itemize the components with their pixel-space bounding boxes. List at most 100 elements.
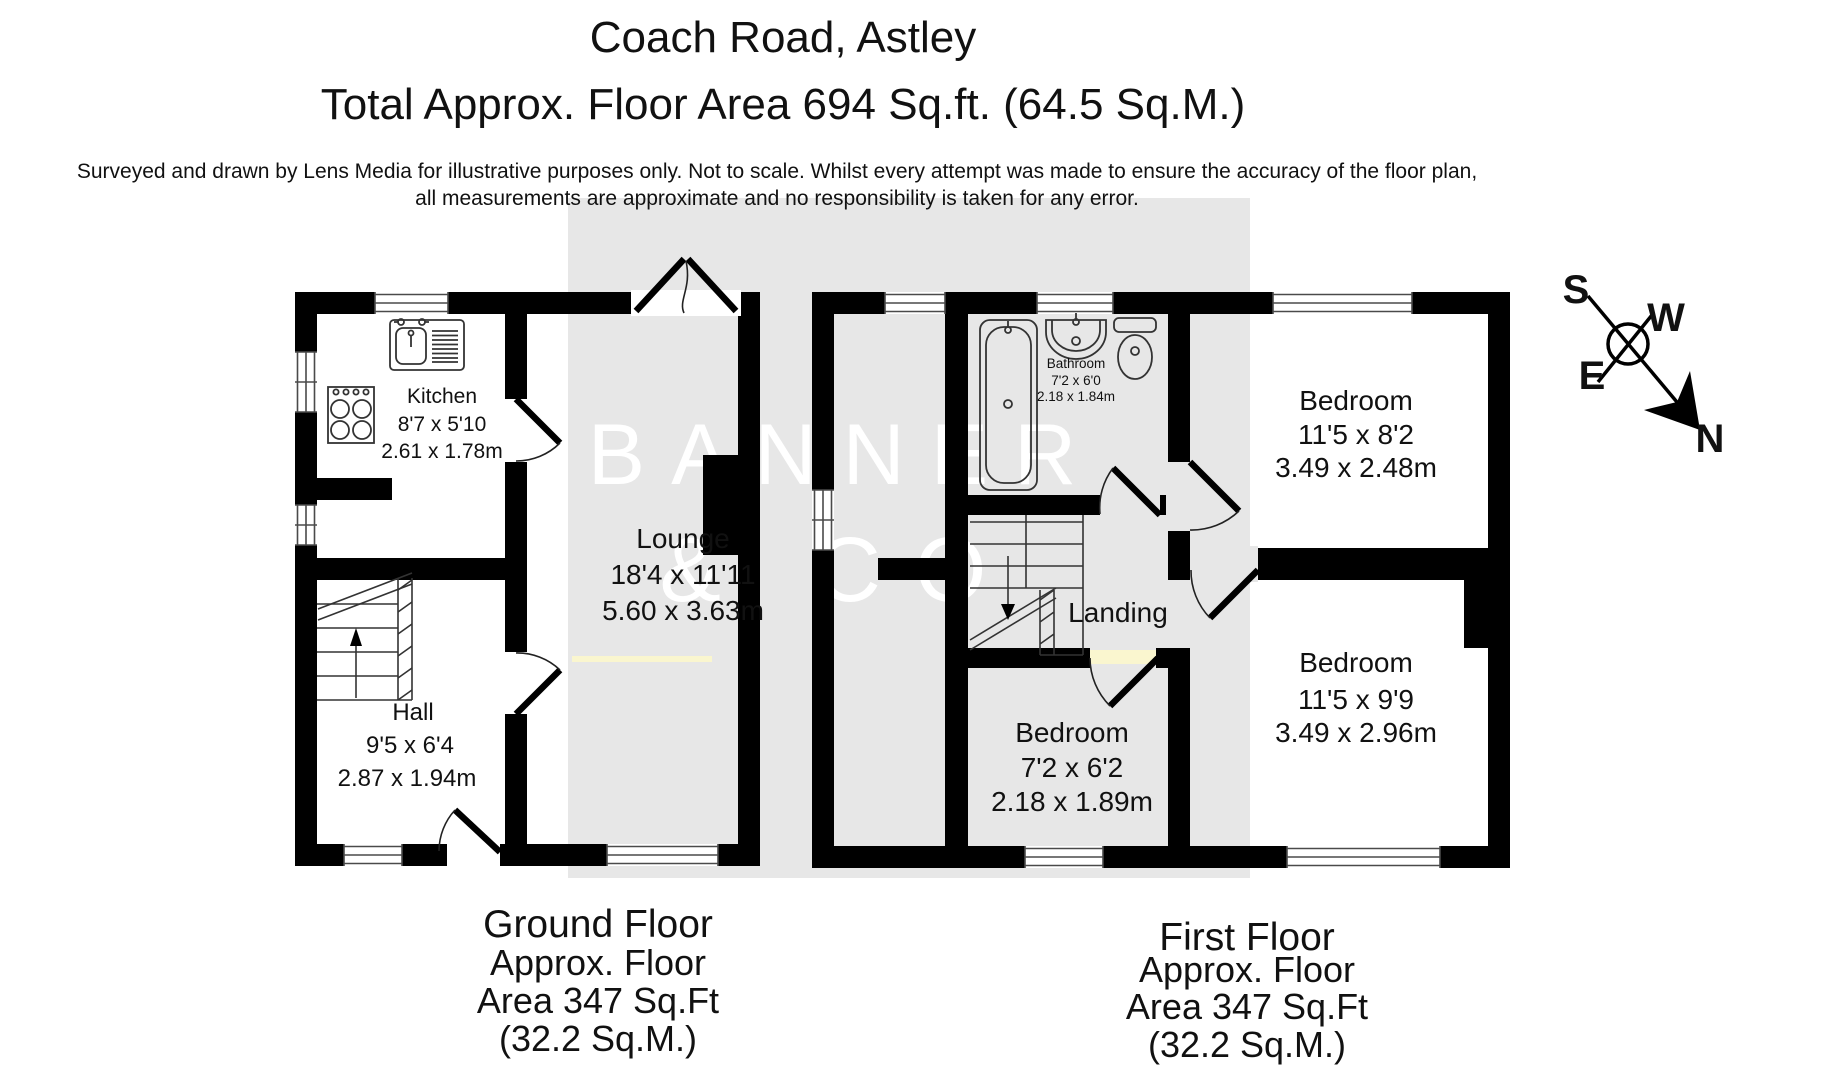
lounge-metric: 5.60 x 3.63m — [602, 595, 764, 626]
front-door — [438, 807, 503, 868]
stairs-up-arrow-head — [350, 628, 362, 646]
door-kitchen-lounge — [503, 396, 563, 462]
door-hall-lounge — [503, 652, 563, 717]
lounge-label: Lounge — [636, 523, 729, 554]
wall-segment — [1168, 652, 1190, 846]
compass-south: S — [1563, 268, 1590, 312]
page-subtitle: Total Approx. Floor Area 694 Sq.ft. (64.… — [321, 80, 1245, 129]
compass-rose: S W E N — [1563, 268, 1725, 461]
highlight-artifact-landing — [1090, 650, 1156, 664]
wall-segment — [505, 314, 527, 399]
window-bedroom-top — [1272, 292, 1413, 314]
french-doors — [631, 256, 741, 316]
wall-segment — [317, 478, 392, 500]
chimney-breast — [703, 455, 760, 555]
disclaimer-line2: all measurements are approximate and no … — [415, 187, 1139, 210]
bedroom-br-label: Bedroom — [1299, 647, 1413, 678]
disclaimer-line1: Surveyed and drawn by Lens Media for ill… — [77, 160, 1477, 183]
window-first-left — [812, 489, 834, 551]
header: Coach Road, Astley Total Approx. Floor A… — [77, 13, 1477, 210]
bedroom-small-imperial: 7'2 x 6'2 — [1021, 752, 1124, 783]
bedroom-br-metric: 3.49 x 2.96m — [1275, 717, 1437, 748]
burner-icon — [352, 399, 372, 419]
wall-segment — [505, 461, 527, 652]
window-small-bedroom-bottom — [1024, 846, 1104, 868]
ground-staircase — [317, 572, 413, 701]
drainer-lines — [432, 330, 458, 363]
window-stairwell-top — [884, 292, 946, 314]
compass-circle — [1606, 322, 1650, 366]
stove-hob — [327, 386, 375, 444]
tap-glyph-icon — [397, 318, 405, 326]
burner-icon — [330, 420, 350, 440]
first-floor-caption: First Floor Approx. Floor Area 347 Sq.Ft… — [1126, 916, 1368, 1065]
stairs-down-arrow-head — [1001, 604, 1015, 620]
bedroom-small-label: Bedroom — [1015, 717, 1129, 748]
compass-east: E — [1579, 354, 1606, 398]
bedroom-tr-label: Bedroom — [1299, 385, 1413, 416]
window-bathroom-top — [1036, 292, 1114, 314]
wall-segment — [505, 714, 527, 866]
bedroom-tr-imperial: 11'5 x 8'2 — [1298, 419, 1414, 450]
first-floor-plan: Bathroom 7'2 x 6'0 2.18 x 1.84m Bedroom … — [812, 292, 1510, 868]
window-hall-bottom — [343, 844, 403, 866]
hall-metric: 2.87 x 1.94m — [338, 765, 477, 792]
door-bedroom-bottom-right — [1190, 546, 1261, 621]
toilet-bowl — [1117, 334, 1153, 380]
burner-icon — [352, 420, 372, 440]
ground-windows — [295, 292, 719, 866]
sink-bowl — [395, 327, 427, 365]
hall-imperial: 9'5 x 6'4 — [366, 732, 454, 759]
bath-drain-icon — [1003, 399, 1013, 409]
ground-room-labels: Kitchen 8'7 x 5'10 2.61 x 1.78m Lounge 1… — [338, 385, 764, 792]
compass-north: N — [1696, 417, 1725, 461]
window-kitchen-top — [374, 292, 449, 314]
landing-label: Landing — [1068, 597, 1168, 628]
compass-west: W — [1647, 296, 1685, 340]
compass-north-arrow-icon — [1644, 371, 1700, 430]
wall-segment — [960, 648, 1090, 668]
burner-icon — [330, 399, 350, 419]
ground-caption-line1: Ground Floor — [483, 903, 713, 946]
bedroom-tr-metric: 3.49 x 2.48m — [1275, 452, 1437, 483]
first-windows — [812, 292, 1441, 868]
bathtub — [979, 319, 1038, 491]
first-room-labels: Bathroom 7'2 x 6'0 2.18 x 1.84m Bedroom … — [991, 356, 1437, 817]
basin-drain-icon — [1071, 336, 1081, 346]
french-door-left-leaf — [633, 256, 687, 314]
kitchen-sink-unit — [389, 318, 465, 371]
bedroom-br-imperial: 11'5 x 9'9 — [1298, 684, 1414, 715]
first-caption-line2: Approx. Floor — [1139, 949, 1355, 990]
first-caption-line4: (32.2 Sq.M.) — [1148, 1024, 1346, 1065]
wall-segment — [1168, 314, 1190, 462]
wall-segment — [1168, 531, 1190, 580]
window-lounge-bottom — [606, 844, 719, 866]
wall-segment — [317, 558, 505, 580]
wall-segment — [738, 292, 760, 866]
toilet-cistern — [1113, 317, 1157, 333]
wall-segment — [295, 292, 317, 866]
ground-floor-plan: Kitchen 8'7 x 5'10 2.61 x 1.78m Lounge 1… — [295, 256, 764, 868]
highlight-artifact-lounge — [572, 656, 712, 662]
ground-caption-line3: Area 347 Sq.Ft — [477, 980, 719, 1021]
wash-basin — [1045, 313, 1107, 360]
kitchen-imperial: 8'7 x 5'10 — [398, 413, 487, 436]
wall-segment — [812, 292, 834, 868]
door-bedroom-small — [1089, 646, 1161, 709]
lounge-imperial: 18'4 x 11'11 — [610, 559, 755, 590]
bathroom-metric: 2.18 x 1.84m — [1037, 389, 1115, 404]
wall-segment — [1258, 548, 1488, 580]
door-bathroom — [1098, 465, 1163, 518]
sink-tap-icon — [407, 329, 415, 337]
page-title: Coach Road, Astley — [590, 13, 976, 62]
bathroom-imperial: 7'2 x 6'0 — [1051, 373, 1100, 388]
wall-segment — [878, 558, 968, 580]
first-caption-line1: First Floor — [1159, 916, 1335, 959]
ground-caption-line4: (32.2 Sq.M.) — [499, 1018, 697, 1059]
french-door-swing — [681, 260, 689, 314]
french-door-right-leaf — [685, 256, 739, 314]
bathroom-label: Bathroom — [1047, 356, 1106, 371]
hall-label: Hall — [392, 699, 433, 726]
